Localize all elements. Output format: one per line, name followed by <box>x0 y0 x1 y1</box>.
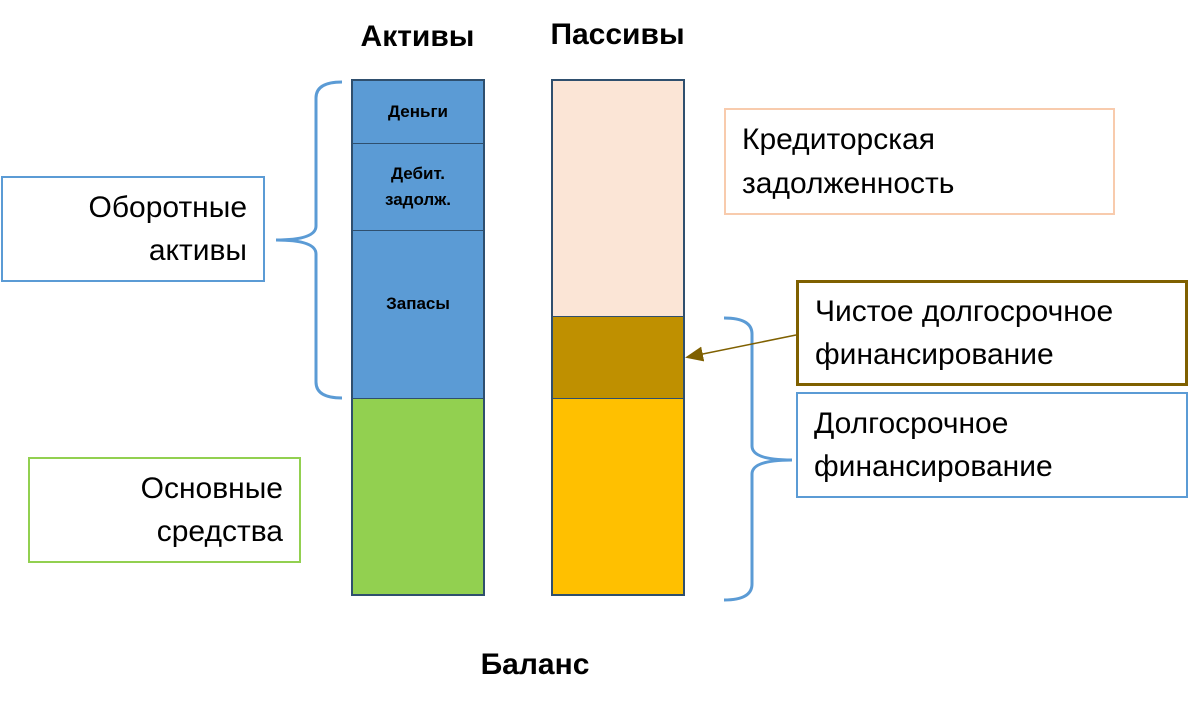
current-assets-box: Оборотные активы <box>1 176 265 282</box>
accounts-payable-box: Кредиторская задолженность <box>724 108 1115 215</box>
fixed-assets-label: Основные средства <box>140 471 283 549</box>
liabilities-column <box>551 79 685 596</box>
inventory-segment: Запасы <box>353 231 483 399</box>
long-term-bracket <box>723 316 793 602</box>
cash-segment: Деньги <box>353 81 483 144</box>
assets-heading: Активы <box>360 20 475 53</box>
fixed-assets-segment <box>353 399 483 594</box>
long-term-segment <box>553 399 683 594</box>
cash-label: Деньги <box>387 101 449 121</box>
inventory-label: Запасы <box>386 294 450 313</box>
long-term-financing-box: Долгосрочное финансирование <box>796 392 1188 498</box>
current-assets-label: Оборотные активы <box>88 190 247 268</box>
net-long-term-segment <box>553 317 683 399</box>
liabilities-heading: Пассивы <box>550 18 685 51</box>
accounts-payable-label: Кредиторская задолженность <box>742 123 955 200</box>
net-long-term-financing-box: Чистое долгосрочное финансирование <box>796 280 1188 386</box>
receivables-segment: Дебит. задолж. <box>353 144 483 231</box>
receivables-label: Дебит. задолж. <box>384 163 451 209</box>
net-long-term-financing-label: Чистое долгосрочное финансирование <box>815 294 1114 372</box>
net-financing-arrow <box>685 334 797 362</box>
assets-column: Деньги Дебит. задолж. Запасы <box>351 79 485 596</box>
balance-title: Баланс <box>480 648 590 681</box>
payable-segment <box>553 81 683 317</box>
fixed-assets-box: Основные средства <box>28 457 301 563</box>
long-term-financing-label: Долгосрочное финансирование <box>814 406 1053 484</box>
current-assets-bracket <box>275 80 343 400</box>
